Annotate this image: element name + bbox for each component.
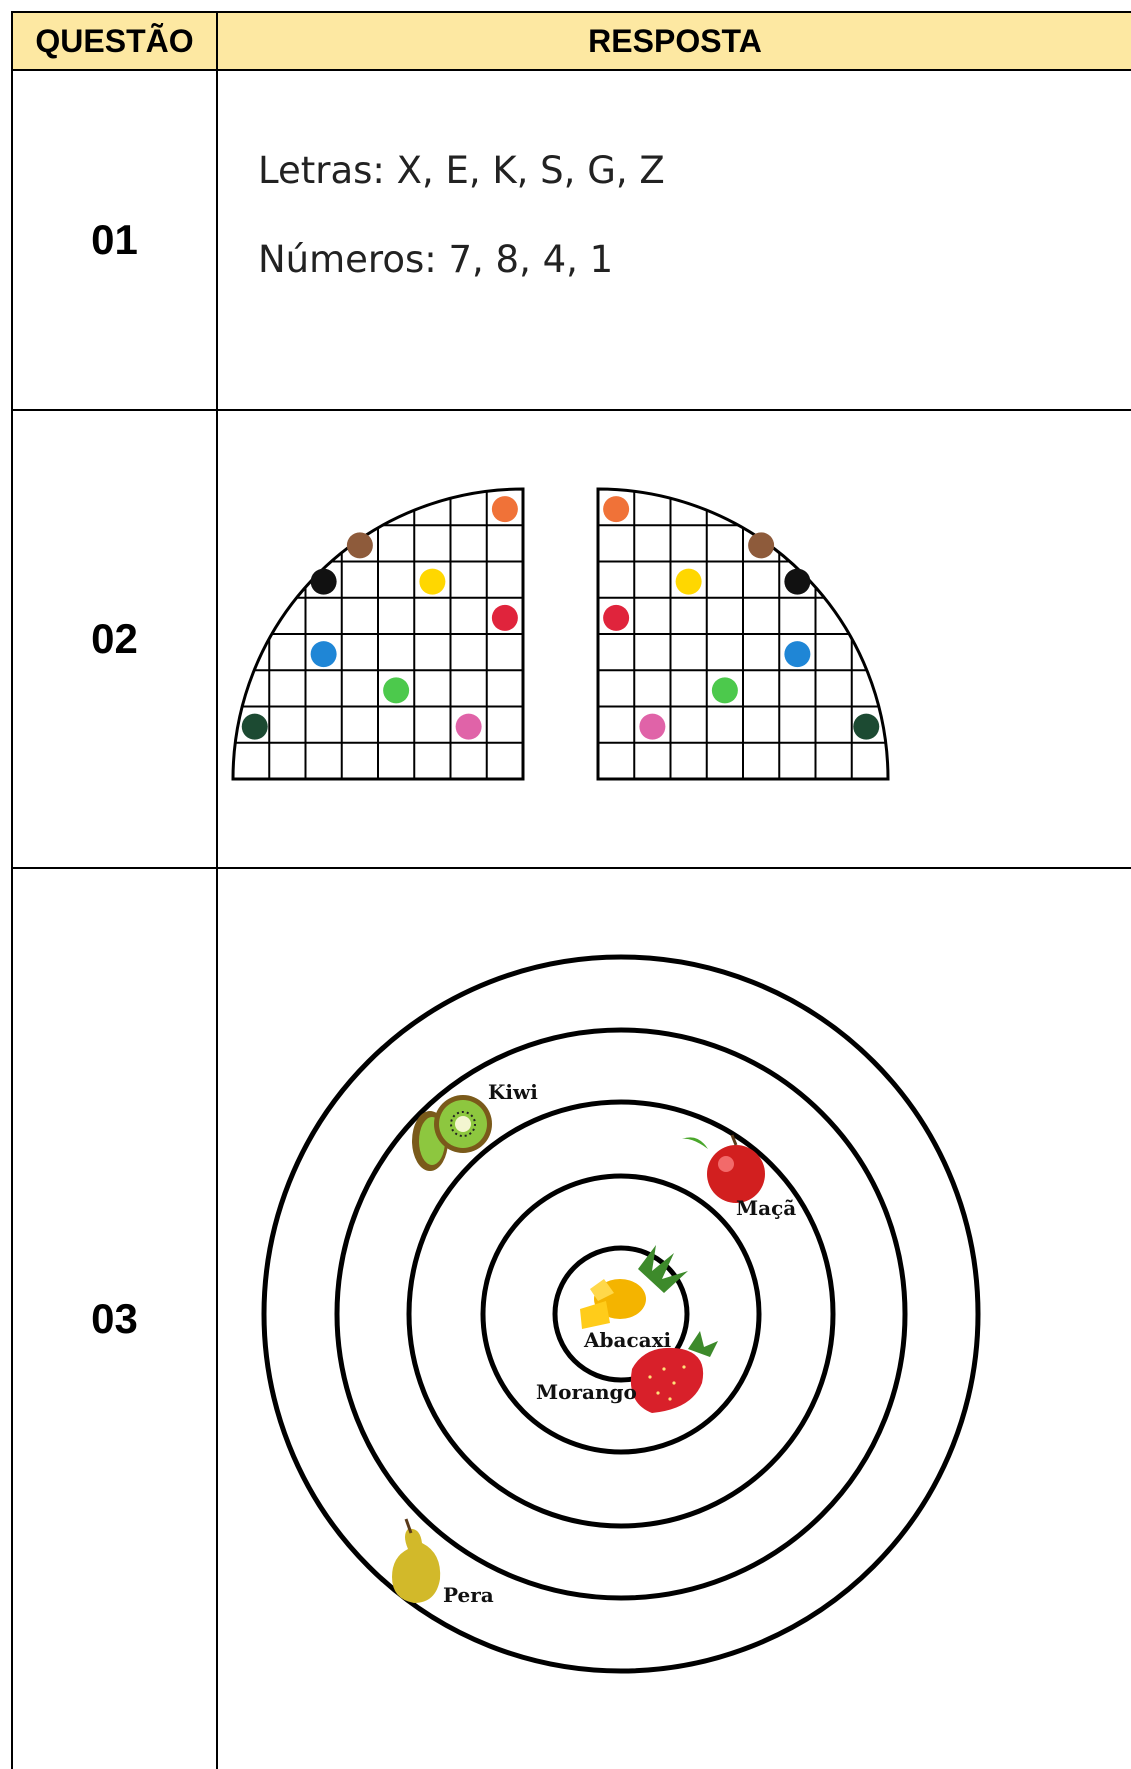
- yellow-dot: [419, 569, 445, 595]
- pink-dot: [456, 714, 482, 740]
- red-dot: [492, 605, 518, 631]
- answer-cell: Kiwi Maçã Abacaxi: [217, 868, 1131, 1769]
- red-dot: [603, 605, 629, 631]
- pear-icon: [392, 1519, 440, 1603]
- dark-green-dot: [853, 714, 879, 740]
- table-row: 01 Letras: X, E, K, S, G, Z Números: 7, …: [12, 70, 1131, 410]
- brown-dot: [347, 532, 373, 558]
- text-answer: Letras: X, E, K, S, G, Z Números: 7, 8, …: [218, 71, 1131, 281]
- question-number: 02: [12, 410, 217, 868]
- question-number: 01: [12, 70, 217, 410]
- green-dot: [383, 677, 409, 703]
- header-row: QUESTÃO RESPOSTA: [12, 12, 1131, 70]
- pink-dot: [639, 714, 665, 740]
- fruit-label: Morango: [536, 1380, 637, 1404]
- black-dot: [784, 569, 810, 595]
- fruit-label: Maçã: [736, 1196, 796, 1220]
- target-rings-figure: Kiwi Maçã Abacaxi: [218, 869, 1131, 1769]
- table-row: 02: [12, 410, 1131, 868]
- fruit-label: Abacaxi: [583, 1328, 672, 1352]
- grid-lines: [598, 489, 888, 779]
- question-number: 03: [12, 868, 217, 1769]
- blue-dot: [784, 641, 810, 667]
- table-row: 03 Kiwi: [12, 868, 1131, 1769]
- brown-dot: [748, 532, 774, 558]
- answer-cell: [217, 410, 1131, 868]
- dark-green-dot: [242, 714, 268, 740]
- answer-header: RESPOSTA: [217, 12, 1131, 70]
- answer-cell: Letras: X, E, K, S, G, Z Números: 7, 8, …: [217, 70, 1131, 410]
- question-header: QUESTÃO: [12, 12, 217, 70]
- orange-dot: [492, 496, 518, 522]
- black-dot: [311, 569, 337, 595]
- quarter-grid-figure: [218, 411, 1131, 867]
- fruit-label: Pera: [443, 1583, 494, 1607]
- answer-table: QUESTÃO RESPOSTA 01 Letras: X, E, K, S, …: [11, 11, 1131, 1769]
- yellow-dot: [676, 569, 702, 595]
- green-dot: [712, 677, 738, 703]
- fruit-label: Kiwi: [488, 1080, 538, 1104]
- orange-dot: [603, 496, 629, 522]
- blue-dot: [311, 641, 337, 667]
- grid-lines: [233, 489, 523, 779]
- numbers-line: Números: 7, 8, 4, 1: [258, 238, 1131, 281]
- quarter-grid: [233, 489, 523, 779]
- pineapple-icon: [580, 1245, 688, 1329]
- letters-line: Letras: X, E, K, S, G, Z: [258, 149, 1131, 192]
- quarter-grid: [598, 489, 888, 779]
